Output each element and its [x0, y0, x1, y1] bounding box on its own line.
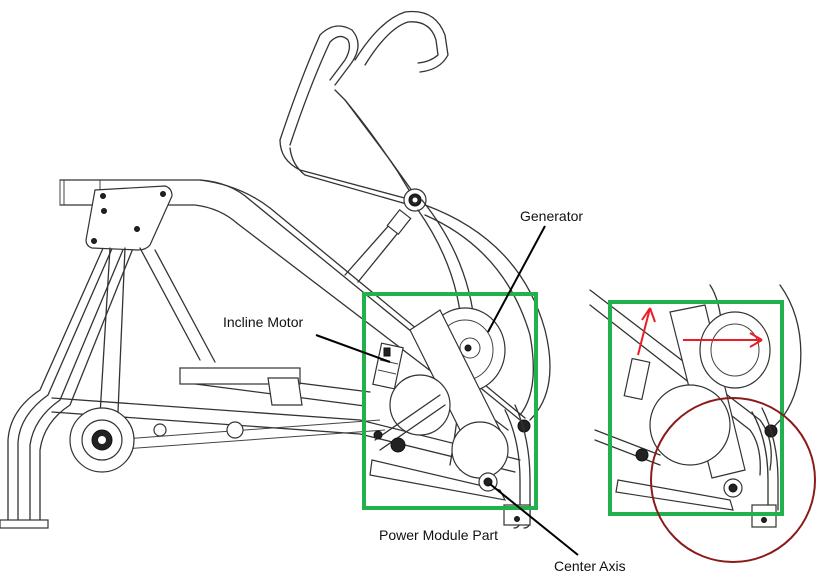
front-post — [0, 180, 147, 529]
arrow-right-icon — [683, 332, 763, 348]
generator-leader-line — [487, 225, 546, 333]
rear-legs — [99, 247, 216, 416]
power-module-part-label: Power Module Part — [379, 527, 498, 543]
incline-motor-leader-line — [315, 334, 391, 363]
center-axis-leader-line — [489, 483, 579, 556]
generator-label: Generator — [520, 208, 583, 224]
power-module-highlight-box — [362, 292, 538, 510]
detail-circle — [650, 397, 816, 563]
arrow-up-icon — [637, 307, 656, 356]
mounting-plate — [85, 185, 173, 251]
handle-bars — [279, 10, 449, 206]
incline-motor — [372, 342, 404, 390]
detail-inset — [589, 284, 802, 528]
power-module-links — [369, 309, 509, 501]
wheel-icon — [69, 407, 135, 473]
incline-motor-label: Incline Motor — [223, 314, 303, 330]
detail-highlight-box — [608, 300, 784, 516]
pivot-hub — [344, 188, 427, 283]
center-axis-label: Center Axis — [554, 558, 626, 574]
machine-frame — [0, 10, 551, 529]
